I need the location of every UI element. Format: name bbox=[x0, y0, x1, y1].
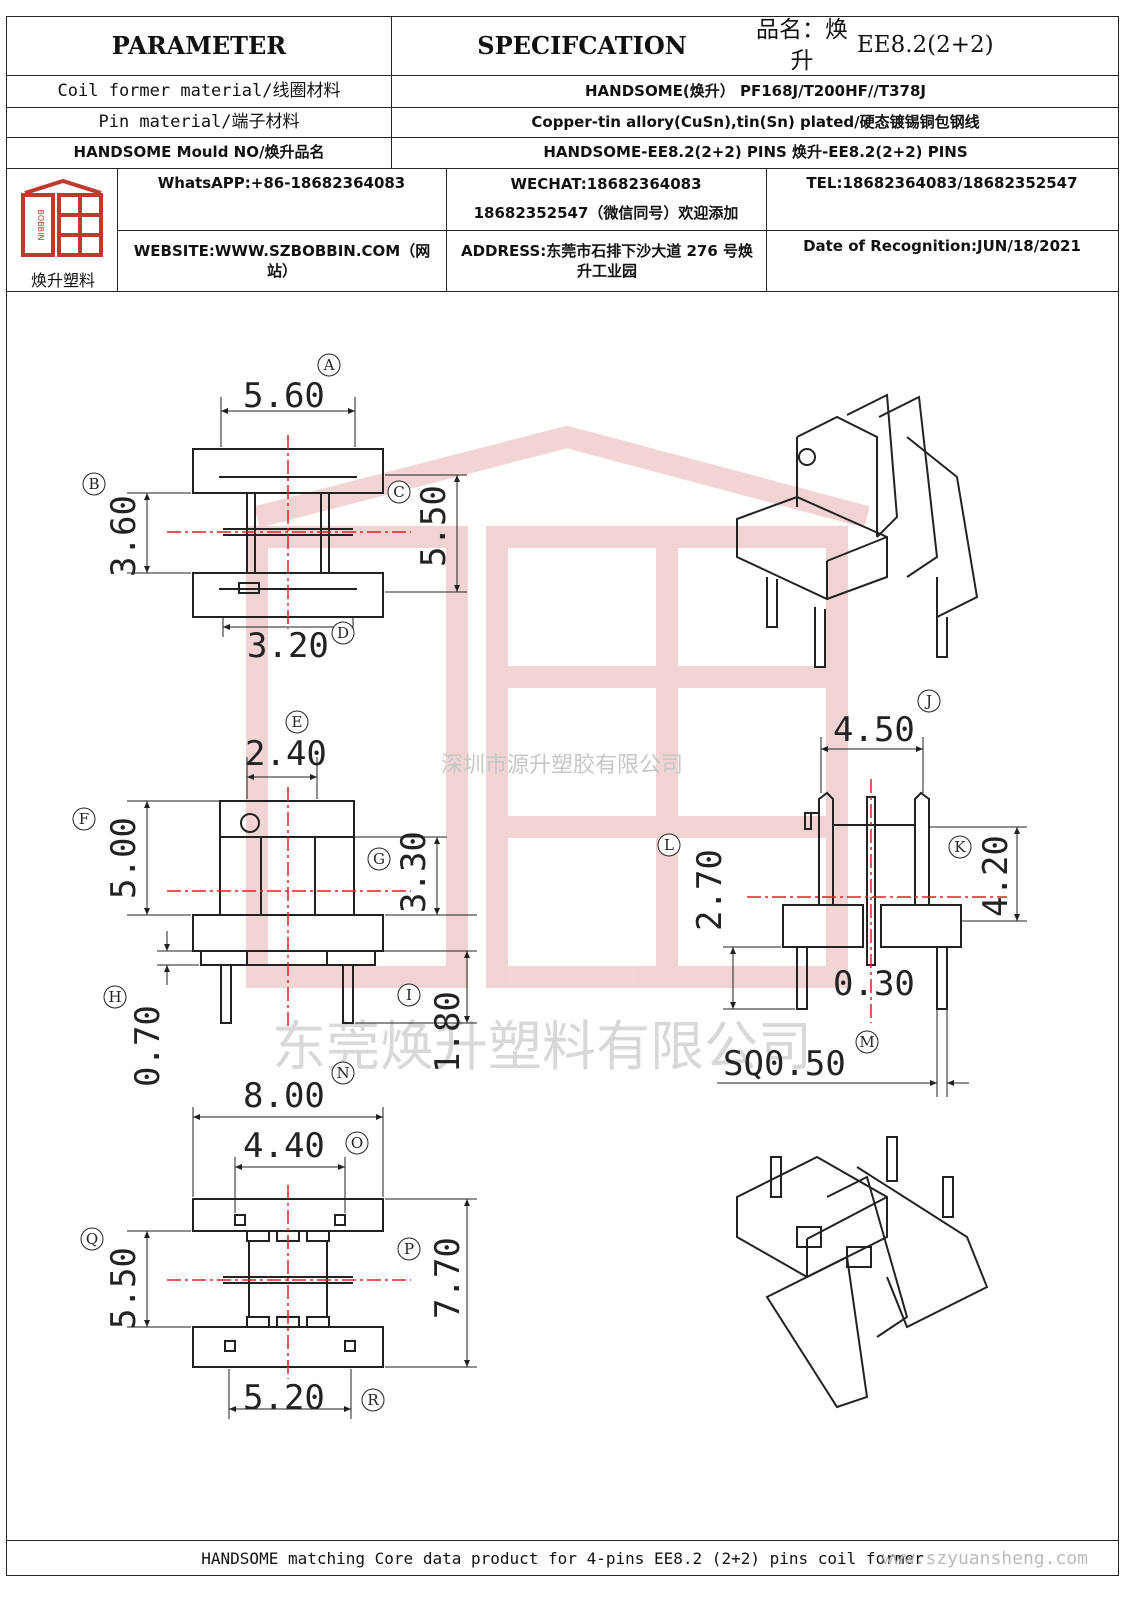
dim-K: 4.20 bbox=[976, 835, 1016, 917]
watermark-text-1: 深圳市源升塑胶有限公司 bbox=[441, 753, 683, 778]
callout-letters: A B C D E F G H I J K L M N O Q P R bbox=[79, 356, 967, 1409]
dim-O: 4.40 bbox=[243, 1126, 325, 1166]
website: WEBSITE:WWW.SZBOBBIN.COM（网站） bbox=[133, 241, 431, 280]
technical-drawing: 深圳市源升塑胶有限公司 东莞焕升塑料有限公司 bbox=[72, 353, 1027, 1419]
dim-pin-gap: 0.30 bbox=[833, 964, 915, 1004]
isometric-view-top bbox=[736, 393, 979, 668]
dim-D: 3.20 bbox=[247, 626, 329, 666]
recognition-date: Date of Recognition:JUN/18/2021 bbox=[803, 236, 1081, 255]
callout-B: B bbox=[88, 475, 99, 493]
front-view bbox=[782, 791, 962, 1010]
dim-A: 5.60 bbox=[243, 376, 325, 416]
callout-K: K bbox=[954, 838, 966, 856]
dim-Q: 5.50 bbox=[104, 1247, 144, 1329]
whatsapp: WhatsAPP:+86-18682364083 bbox=[157, 173, 406, 192]
callout-P: P bbox=[404, 1240, 414, 1258]
parameter-heading: PARAMETER bbox=[111, 30, 287, 60]
callout-I: I bbox=[406, 986, 412, 1004]
spec-sheet: PARAMETER SPECIFCATION 品名：焕升 EE8.2(2+2) … bbox=[6, 16, 1119, 1576]
callout-D: D bbox=[337, 624, 349, 642]
callout-H: H bbox=[108, 988, 121, 1006]
callout-O: O bbox=[351, 1134, 363, 1152]
centerlines bbox=[167, 435, 1007, 1379]
wechat-line1: WECHAT:18682364083 bbox=[510, 174, 702, 193]
dim-G: 3.30 bbox=[394, 831, 434, 913]
dim-F: 5.00 bbox=[104, 817, 144, 899]
wechat-line2: 18682352547（微信同号）欢迎添加 bbox=[473, 203, 739, 222]
dimension-values: 5.60 3.60 5.50 3.20 2.40 5.00 3.30 0.70 … bbox=[104, 376, 1016, 1418]
dim-I: 1.80 bbox=[428, 991, 468, 1073]
dim-E: 2.40 bbox=[245, 734, 327, 774]
dim-J: 4.50 bbox=[833, 710, 915, 750]
mould-no-label: HANDSOME Mould NO/焕升品名 bbox=[73, 143, 325, 162]
dim-R: 5.20 bbox=[243, 1378, 325, 1418]
dim-C: 5.50 bbox=[414, 485, 454, 567]
callout-G: G bbox=[373, 850, 385, 868]
footer: HANDSOME matching Core data product for … bbox=[7, 1540, 1118, 1575]
callout-J: J bbox=[924, 692, 932, 710]
specification-heading: SPECIFCATION bbox=[477, 30, 687, 60]
callout-P-left: Q bbox=[86, 1230, 98, 1248]
product-name-label: 品名：焕升 bbox=[756, 16, 848, 74]
company-logo: BOBBIN 焕升塑料 bbox=[15, 173, 111, 290]
callout-C: C bbox=[393, 483, 404, 501]
callout-L: L bbox=[664, 836, 674, 854]
coil-material-label: Coil former material/线圈材料 bbox=[57, 80, 341, 101]
callout-F: F bbox=[79, 810, 89, 828]
dim-P: 7.70 bbox=[428, 1237, 468, 1319]
footer-text: HANDSOME matching Core data product for … bbox=[201, 1548, 924, 1568]
dim-N: 8.00 bbox=[243, 1076, 325, 1116]
mould-no-value: HANDSOME-EE8.2(2+2) PINS 焕升-EE8.2(2+2) P… bbox=[543, 143, 968, 162]
dim-M: SQ0.50 bbox=[723, 1044, 846, 1084]
dim-L: 2.70 bbox=[690, 849, 730, 931]
watermark-text-2: 东莞焕升塑料有限公司 bbox=[272, 1015, 812, 1078]
dim-B: 3.60 bbox=[104, 495, 144, 577]
watermark-logo bbox=[246, 425, 870, 988]
logo-caption: 焕升塑料 bbox=[30, 271, 95, 290]
callout-M: M bbox=[859, 1033, 874, 1051]
watermark-site: www.szyuansheng.com bbox=[882, 1548, 1088, 1569]
address: ADDRESS:东莞市石排下沙大道 276 号焕升工业园 bbox=[461, 241, 753, 280]
svg-text:BOBBIN: BOBBIN bbox=[36, 210, 45, 241]
isometric-view-bottom bbox=[736, 1136, 989, 1409]
callout-A: A bbox=[323, 356, 335, 374]
pin-material-label: Pin material/端子材料 bbox=[98, 111, 300, 132]
callout-N: N bbox=[336, 1064, 349, 1082]
header-table: PARAMETER SPECIFCATION 品名：焕升 EE8.2(2+2) … bbox=[7, 17, 1118, 299]
product-name-value: EE8.2(2+2) bbox=[857, 32, 994, 59]
callout-circles bbox=[72, 353, 972, 1412]
telephone: TEL:18682364083/18682352547 bbox=[806, 173, 1078, 192]
pin-material-value: Copper-tin allory(CuSn),tin(Sn) plated/硬… bbox=[531, 112, 980, 131]
dim-H: 0.70 bbox=[128, 1005, 168, 1087]
callout-E: E bbox=[292, 713, 303, 731]
coil-material-value: HANDSOME(焕升） PF168J/T200HF//T378J bbox=[584, 81, 926, 100]
callout-R: R bbox=[367, 1391, 379, 1409]
